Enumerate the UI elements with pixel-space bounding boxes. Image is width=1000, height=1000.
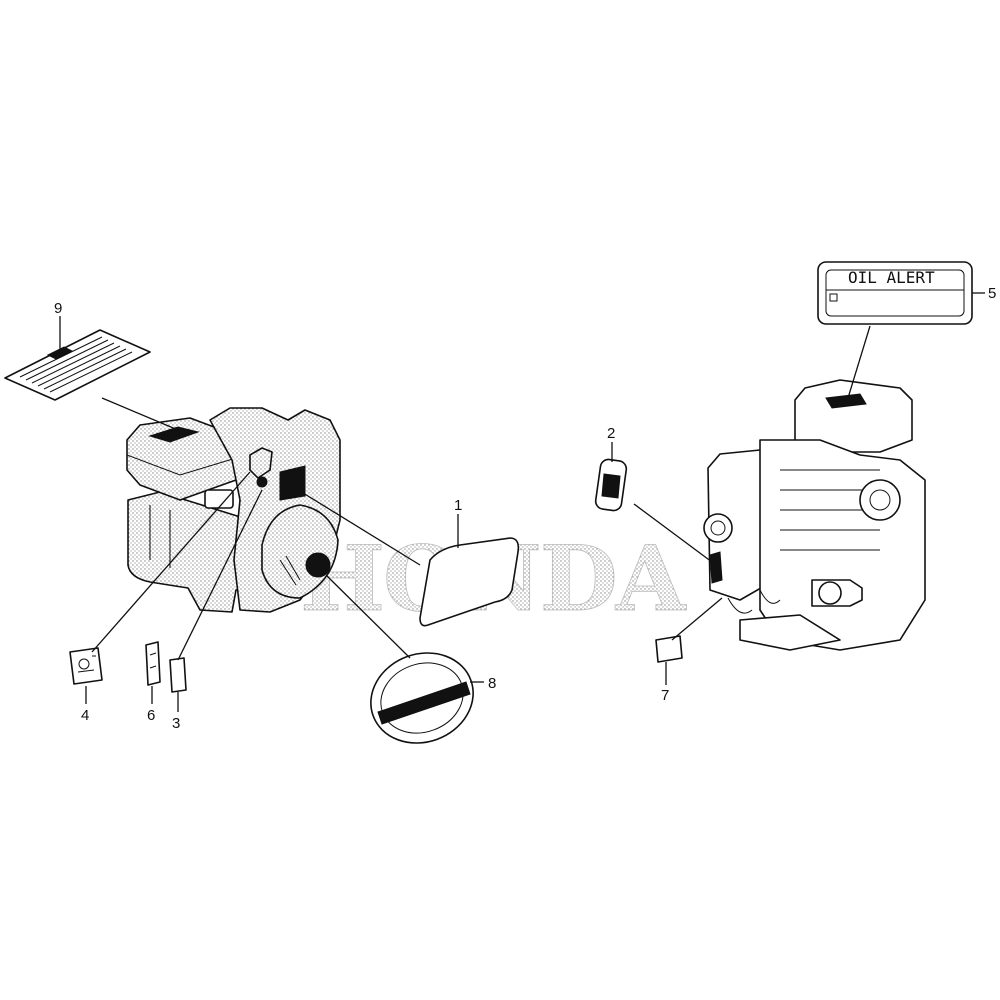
label-4 bbox=[69, 647, 103, 685]
leader-lines bbox=[59, 292, 985, 712]
callout-4: 4 bbox=[81, 707, 89, 724]
label-1 bbox=[419, 537, 520, 627]
label-3 bbox=[169, 657, 187, 693]
oil-alert-text: OIL ALERT bbox=[848, 268, 935, 287]
callout-3: 3 bbox=[172, 715, 180, 732]
label-5: OIL ALERT bbox=[817, 261, 973, 325]
left-engine bbox=[126, 407, 341, 613]
callout-2: 2 bbox=[607, 425, 615, 442]
callout-1: 1 bbox=[454, 497, 462, 514]
callout-8: 8 bbox=[488, 675, 496, 692]
label-8 bbox=[370, 652, 474, 744]
label-7 bbox=[655, 635, 683, 663]
label-6 bbox=[145, 641, 161, 686]
callout-5: 5 bbox=[988, 285, 996, 302]
label-9 bbox=[4, 329, 151, 401]
label-2 bbox=[594, 458, 628, 512]
right-engine bbox=[703, 379, 926, 651]
callout-9: 9 bbox=[54, 300, 62, 317]
callout-6: 6 bbox=[147, 707, 155, 724]
callout-7: 7 bbox=[661, 687, 669, 704]
